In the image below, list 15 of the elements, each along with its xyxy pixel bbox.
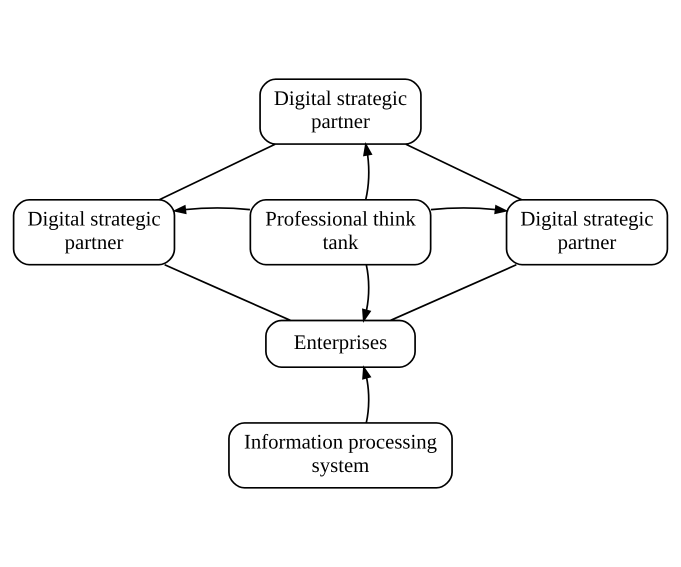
arrow bbox=[362, 365, 372, 424]
node-box: Digital strategic partner bbox=[12, 198, 176, 266]
node-box: Professional think tank bbox=[250, 198, 432, 266]
arrow bbox=[430, 204, 508, 214]
connector bbox=[158, 143, 276, 200]
node-box: Digital strategic partner bbox=[259, 78, 422, 145]
node-box: Information processing system bbox=[228, 422, 453, 489]
arrow bbox=[172, 204, 250, 214]
node-box: Enterprises bbox=[265, 320, 416, 368]
connector bbox=[390, 264, 517, 322]
arrow bbox=[363, 142, 372, 200]
connector bbox=[164, 264, 291, 322]
connector bbox=[406, 143, 522, 200]
node-box: Digital strategic partner bbox=[506, 198, 668, 266]
arrow bbox=[362, 264, 372, 323]
